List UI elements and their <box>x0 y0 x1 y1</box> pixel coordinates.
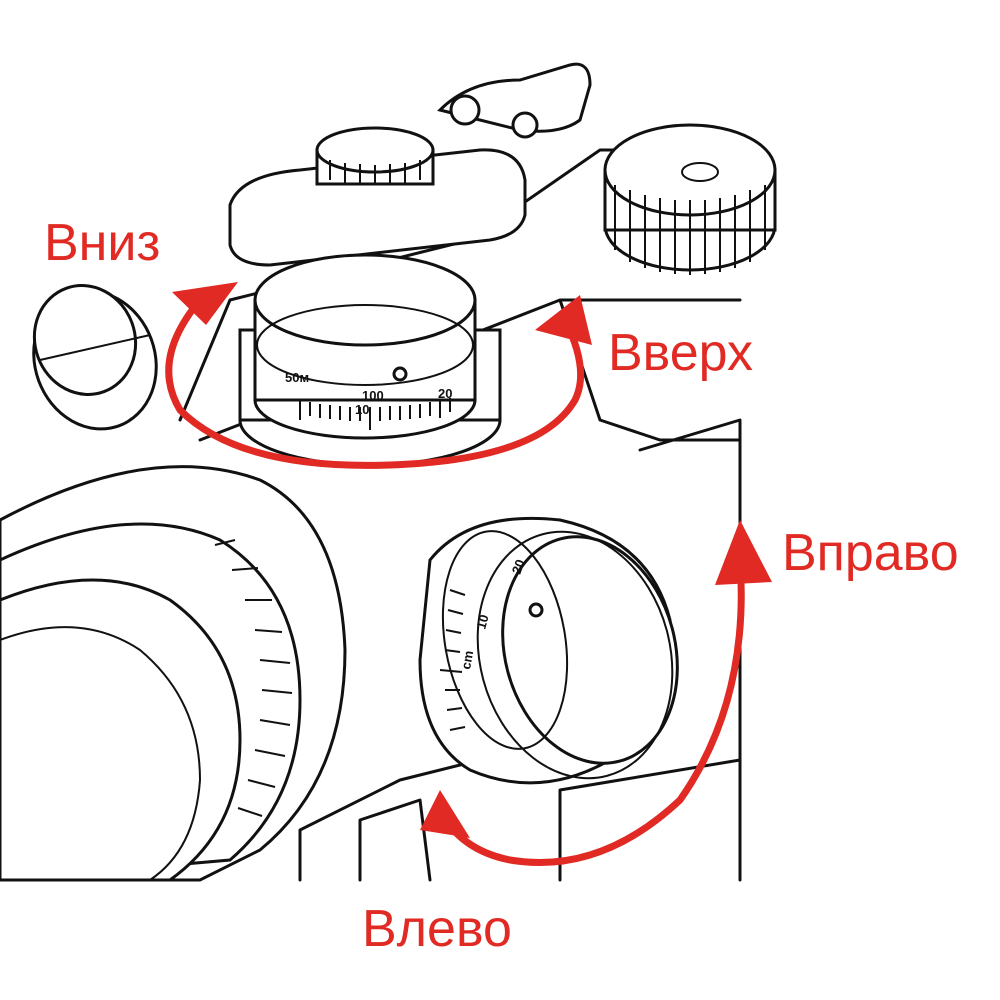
battery-compartment <box>228 62 592 267</box>
svg-text:50м: 50м <box>285 370 309 385</box>
windage-arrow <box>420 520 772 866</box>
label-up: Вверх <box>608 324 753 382</box>
svg-text:20: 20 <box>509 557 528 576</box>
label-down: Вниз <box>44 214 161 272</box>
windage-turret: 10 20 cm <box>418 516 679 785</box>
svg-text:100: 100 <box>362 388 384 403</box>
arrow-head-up <box>535 295 592 345</box>
elevation-turret: 50м 100 10 20 <box>238 253 502 467</box>
label-right: Вправо <box>782 524 959 582</box>
arrow-head-down <box>172 282 238 325</box>
elevation-arrow <box>165 282 592 469</box>
svg-text:20: 20 <box>438 386 452 401</box>
svg-text:cm: cm <box>458 649 476 670</box>
elevation-scale: 50м 100 10 20 <box>285 370 452 430</box>
arrow-head-right <box>715 520 772 585</box>
label-left: Влево <box>362 900 512 958</box>
illumination-knob <box>32 284 158 431</box>
arrow-head-left <box>420 790 470 838</box>
lens-barrel <box>0 465 347 882</box>
windage-scale: 10 20 cm <box>439 557 528 731</box>
focus-knob <box>603 123 777 275</box>
svg-text:10: 10 <box>355 402 369 417</box>
svg-text:10: 10 <box>473 613 491 631</box>
